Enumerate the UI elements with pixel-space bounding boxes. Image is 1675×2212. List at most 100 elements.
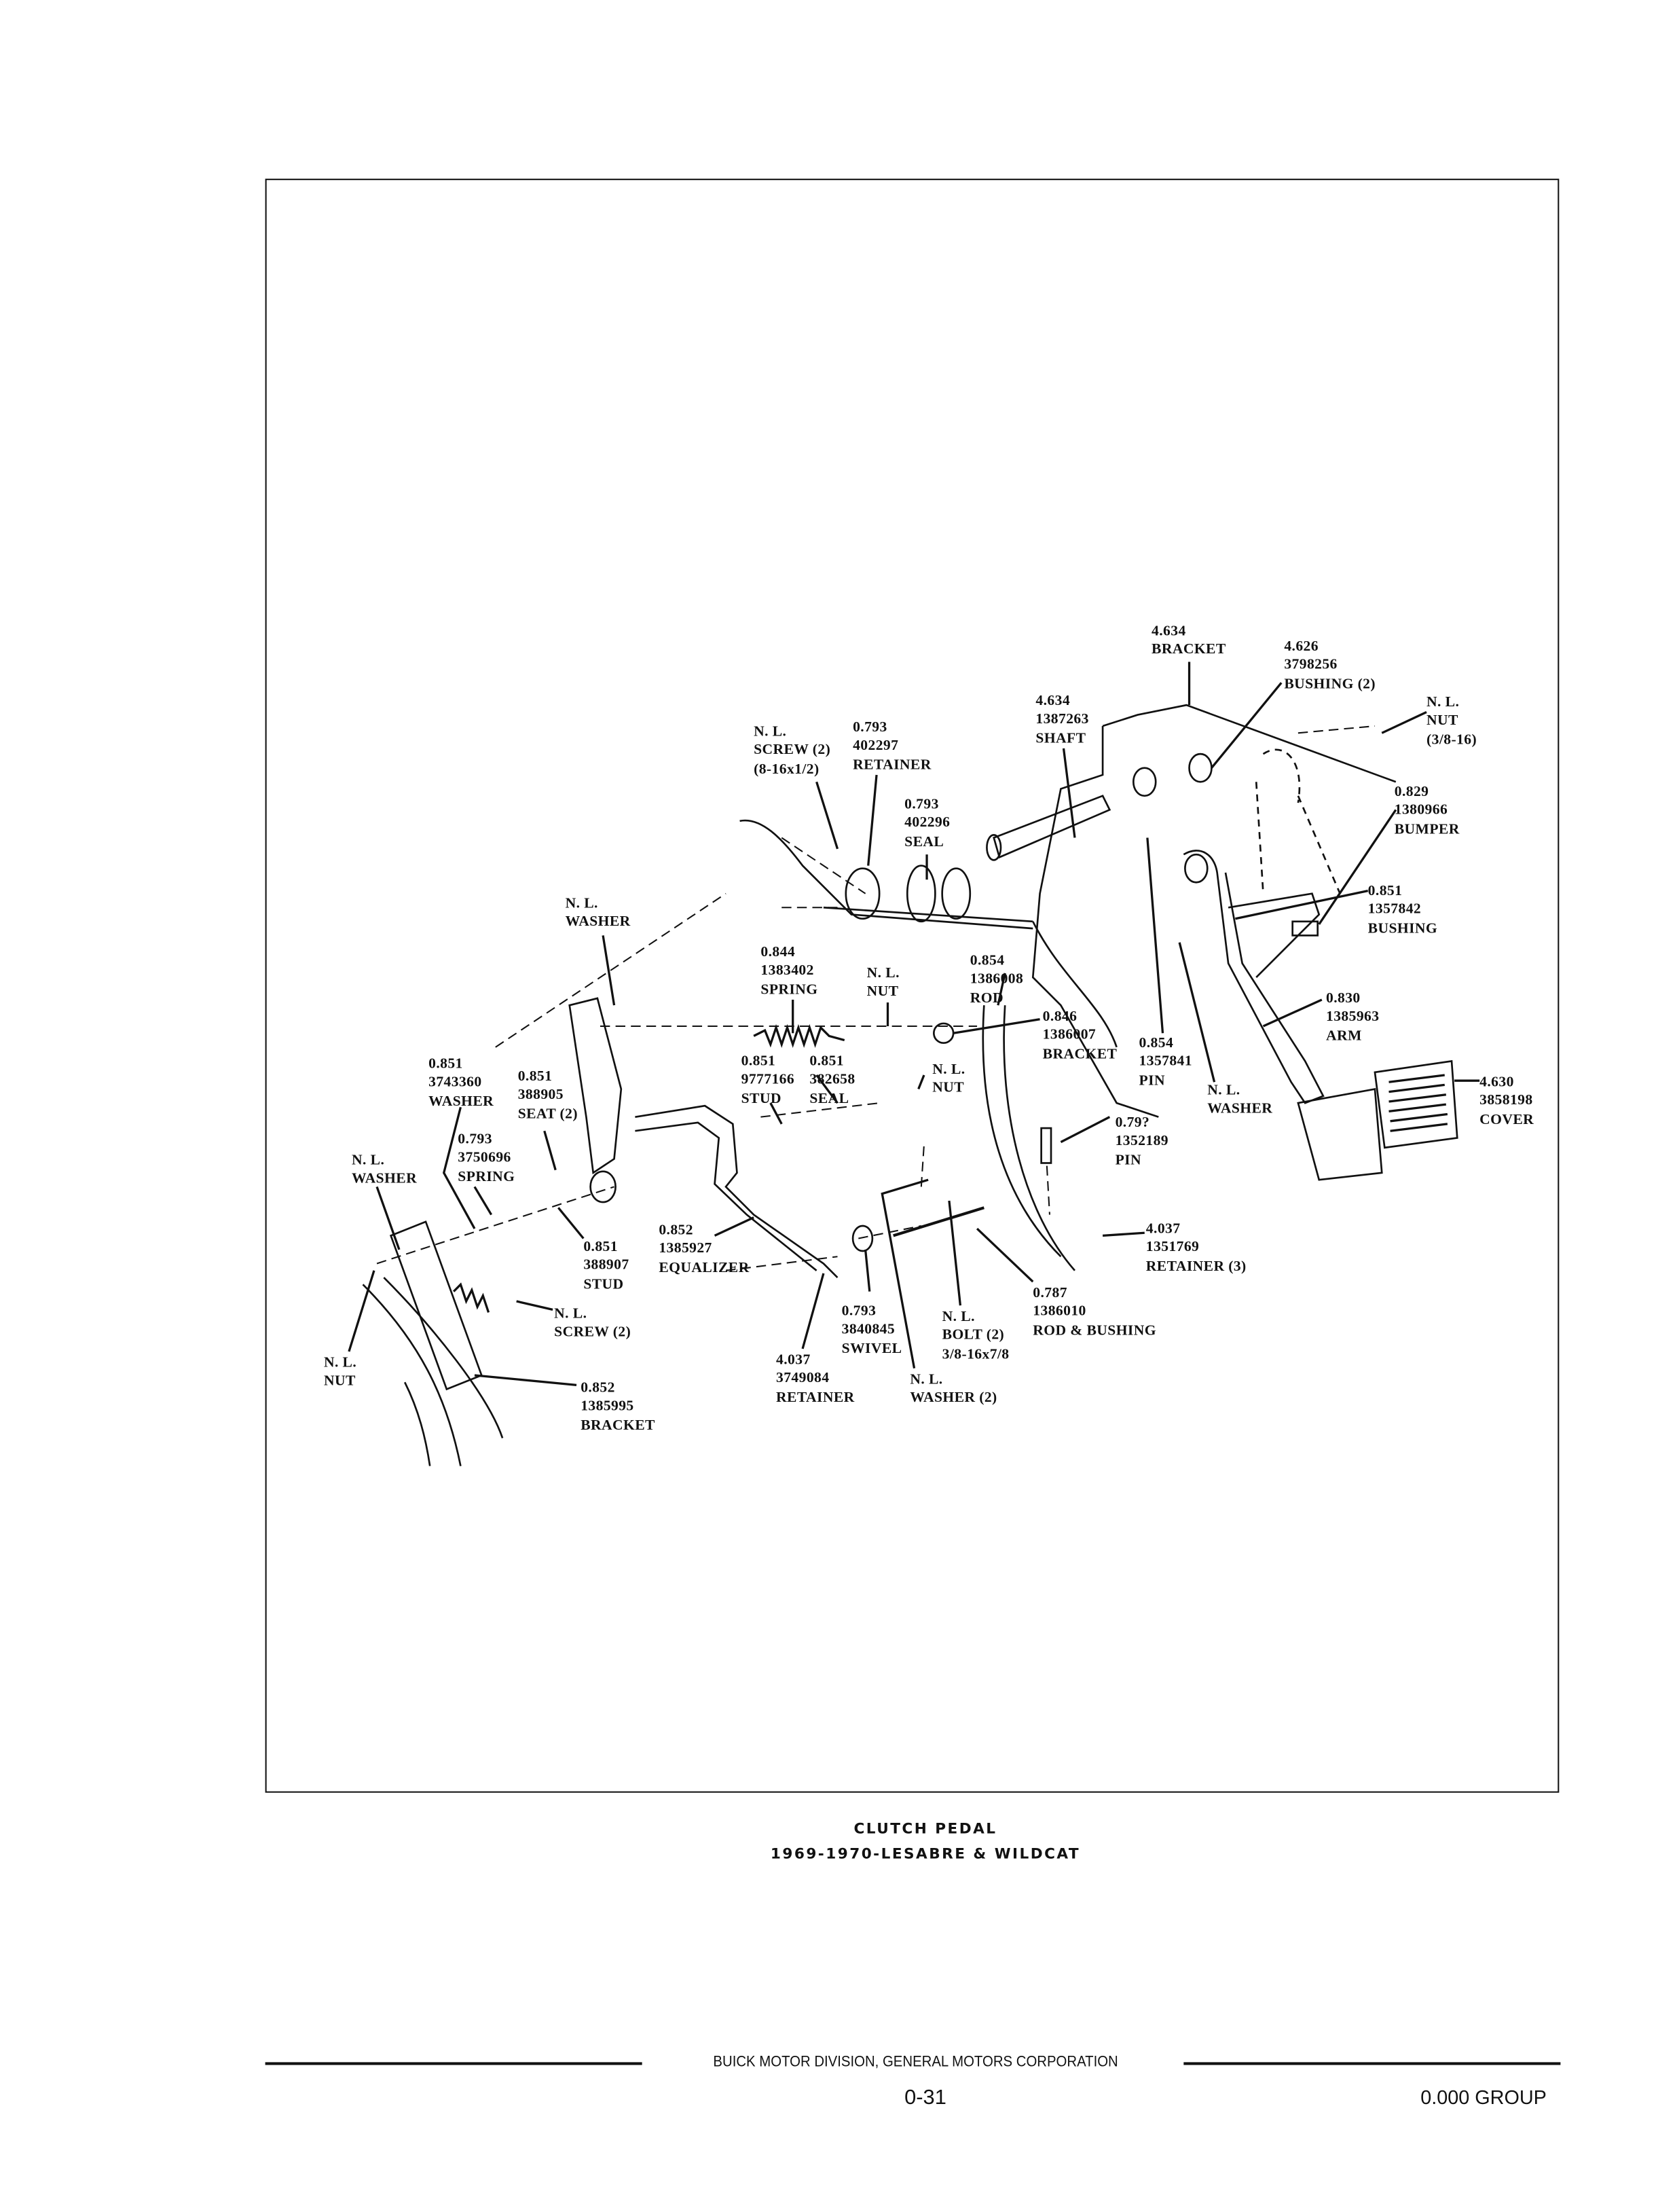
part-code: N. L. [352,1153,385,1169]
part-code: 0.852 [581,1381,615,1396]
part-callout: N. L. WASHER (2) [910,1371,997,1409]
pivot-bushing [1184,853,1209,884]
lever-bushing [589,1170,616,1203]
bracket-hidden-lines [1255,748,1341,894]
part-code: 1385995 [581,1399,634,1415]
left-bracket-plate [389,1220,483,1391]
part-callout: N. L.NUT(3/8-16) [1426,694,1477,750]
part-name: SEAL [809,1091,849,1107]
part-code: 0.851 [428,1057,463,1072]
assembly-center-lines [376,725,1376,1271]
bushing-part [1132,767,1157,797]
part-name: SEAL [904,834,944,850]
part-code: N. L. [942,1309,975,1325]
part-name: SCREW (2) [554,1325,631,1341]
publisher-line: BUICK MOTOR DIVISION, GENERAL MOTORS COR… [713,2054,1118,2071]
part-callout: N. L.NUT [867,965,900,1002]
part-code: 0.793 [458,1132,492,1148]
part-code: 0.852 [659,1222,693,1239]
part-name: PIN [1139,1073,1165,1089]
part-code: 0.851 [1367,884,1403,899]
part-name: RETAINER (3) [1145,1258,1247,1275]
part-code: 0.830 [1326,991,1361,1007]
part-code: BOLT (2) [942,1328,1005,1344]
bushing-part [1188,753,1213,783]
firewall-outline [1031,704,1397,1118]
part-code: 3749084 [776,1371,830,1388]
part-name: WASHER [352,1172,418,1188]
retainer-part [845,867,881,920]
part-code: 0.793 [841,1304,877,1320]
part-code: N. L. [565,896,598,912]
part-code: 4.634 [1152,623,1186,640]
part-name: BRACKET [1042,1047,1118,1063]
part-callout: N. L.BOLT (2)3/8-16x7/8 [942,1308,1010,1364]
part-name: BUMPER [1394,822,1460,838]
part-code: N. L. [323,1356,357,1371]
part-name: PIN [1115,1153,1142,1169]
part-name: NUT [932,1081,965,1097]
part-name: WASHER [428,1094,494,1110]
part-name: ARM [1326,1028,1362,1045]
part-name: (8-16x1/2) [754,762,820,778]
part-code: SCREW (2) [754,743,831,759]
part-name: SPRING [760,982,818,998]
part-callout: N. L.WASHER [1207,1082,1272,1119]
part-code: 0.851 [809,1054,844,1070]
part-name: BRACKET [1152,642,1226,659]
part-name: EQUALIZER [659,1261,750,1276]
part-code: 3743360 [428,1075,482,1091]
left-lever-part [568,997,623,1175]
part-code: N. L. [1426,695,1460,711]
part-code: N. L. [910,1372,943,1388]
part-callout: N. L.WASHER [566,895,631,932]
part-code: N. L. [554,1307,587,1322]
shaft-head [986,834,1002,861]
part-code: 1385927 [659,1241,712,1258]
illustration-frame [265,179,1560,1793]
part-code: 0.79? [1115,1115,1150,1131]
part-code: 0.846 [1042,1009,1078,1025]
part-code: 0.787 [1033,1286,1067,1302]
part-code: 0.851 [583,1239,618,1256]
part-callout: N. L. NUT [932,1061,965,1098]
part-code: N. L. [932,1062,965,1078]
footer-rule-right [1183,2062,1561,2065]
part-code: 4.626 [1284,639,1319,655]
part-callout: N. L. WASHER [352,1152,417,1189]
figure-title: CLUTCH PEDAL [853,1820,997,1838]
part-callout: N. L. SCREW (2) [554,1305,631,1343]
return-spring-part [753,1023,845,1048]
part-name: STUD [583,1277,624,1293]
group-number: 0.000 GROUP [1420,2086,1547,2109]
part-name: (3/8-16) [1426,732,1477,748]
part-code: 1357841 [1139,1054,1192,1070]
part-name: SEAT (2) [517,1106,578,1123]
callout-leader-lines [348,661,1480,1386]
pedal-pad-part [1297,1087,1383,1181]
part-code: 1357842 [1367,902,1422,918]
part-code: 0.793 [853,720,887,736]
part-code: 1385963 [1326,1010,1380,1026]
part-code: 0.851 [741,1054,776,1070]
cover-part [1374,1059,1458,1149]
part-name: BRACKET [581,1418,655,1434]
part-name: ROD [970,991,1004,1007]
part-name: WASHER (2) [910,1391,997,1407]
rod-and-bushing-part [893,1206,984,1237]
part-code: 3858198 [1479,1093,1533,1110]
part-name: STUD [741,1091,781,1107]
